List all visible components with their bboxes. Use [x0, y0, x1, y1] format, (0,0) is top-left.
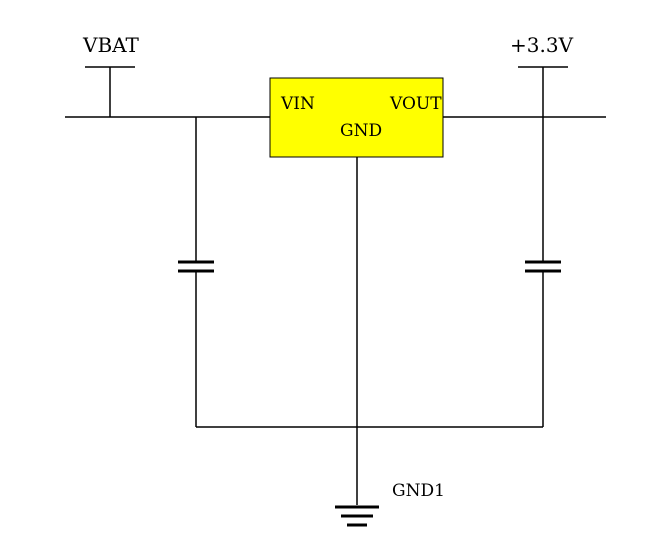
- vbat-label: VBAT: [82, 33, 139, 57]
- regulator-chip: [269, 77, 444, 158]
- vout-power-flag: [518, 66, 568, 117]
- vbat-power-flag: [85, 66, 135, 117]
- input-capacitor: [178, 117, 214, 427]
- pin-gnd-label: GND: [340, 121, 382, 141]
- ground-net-label: GND1: [392, 481, 445, 501]
- vout-rail-label: +3.3V: [510, 33, 574, 57]
- pin-vout-label: VOUT: [389, 94, 442, 114]
- output-capacitor: [525, 117, 561, 427]
- ground-symbol: [335, 427, 379, 527]
- pin-vin-label: VIN: [280, 94, 315, 114]
